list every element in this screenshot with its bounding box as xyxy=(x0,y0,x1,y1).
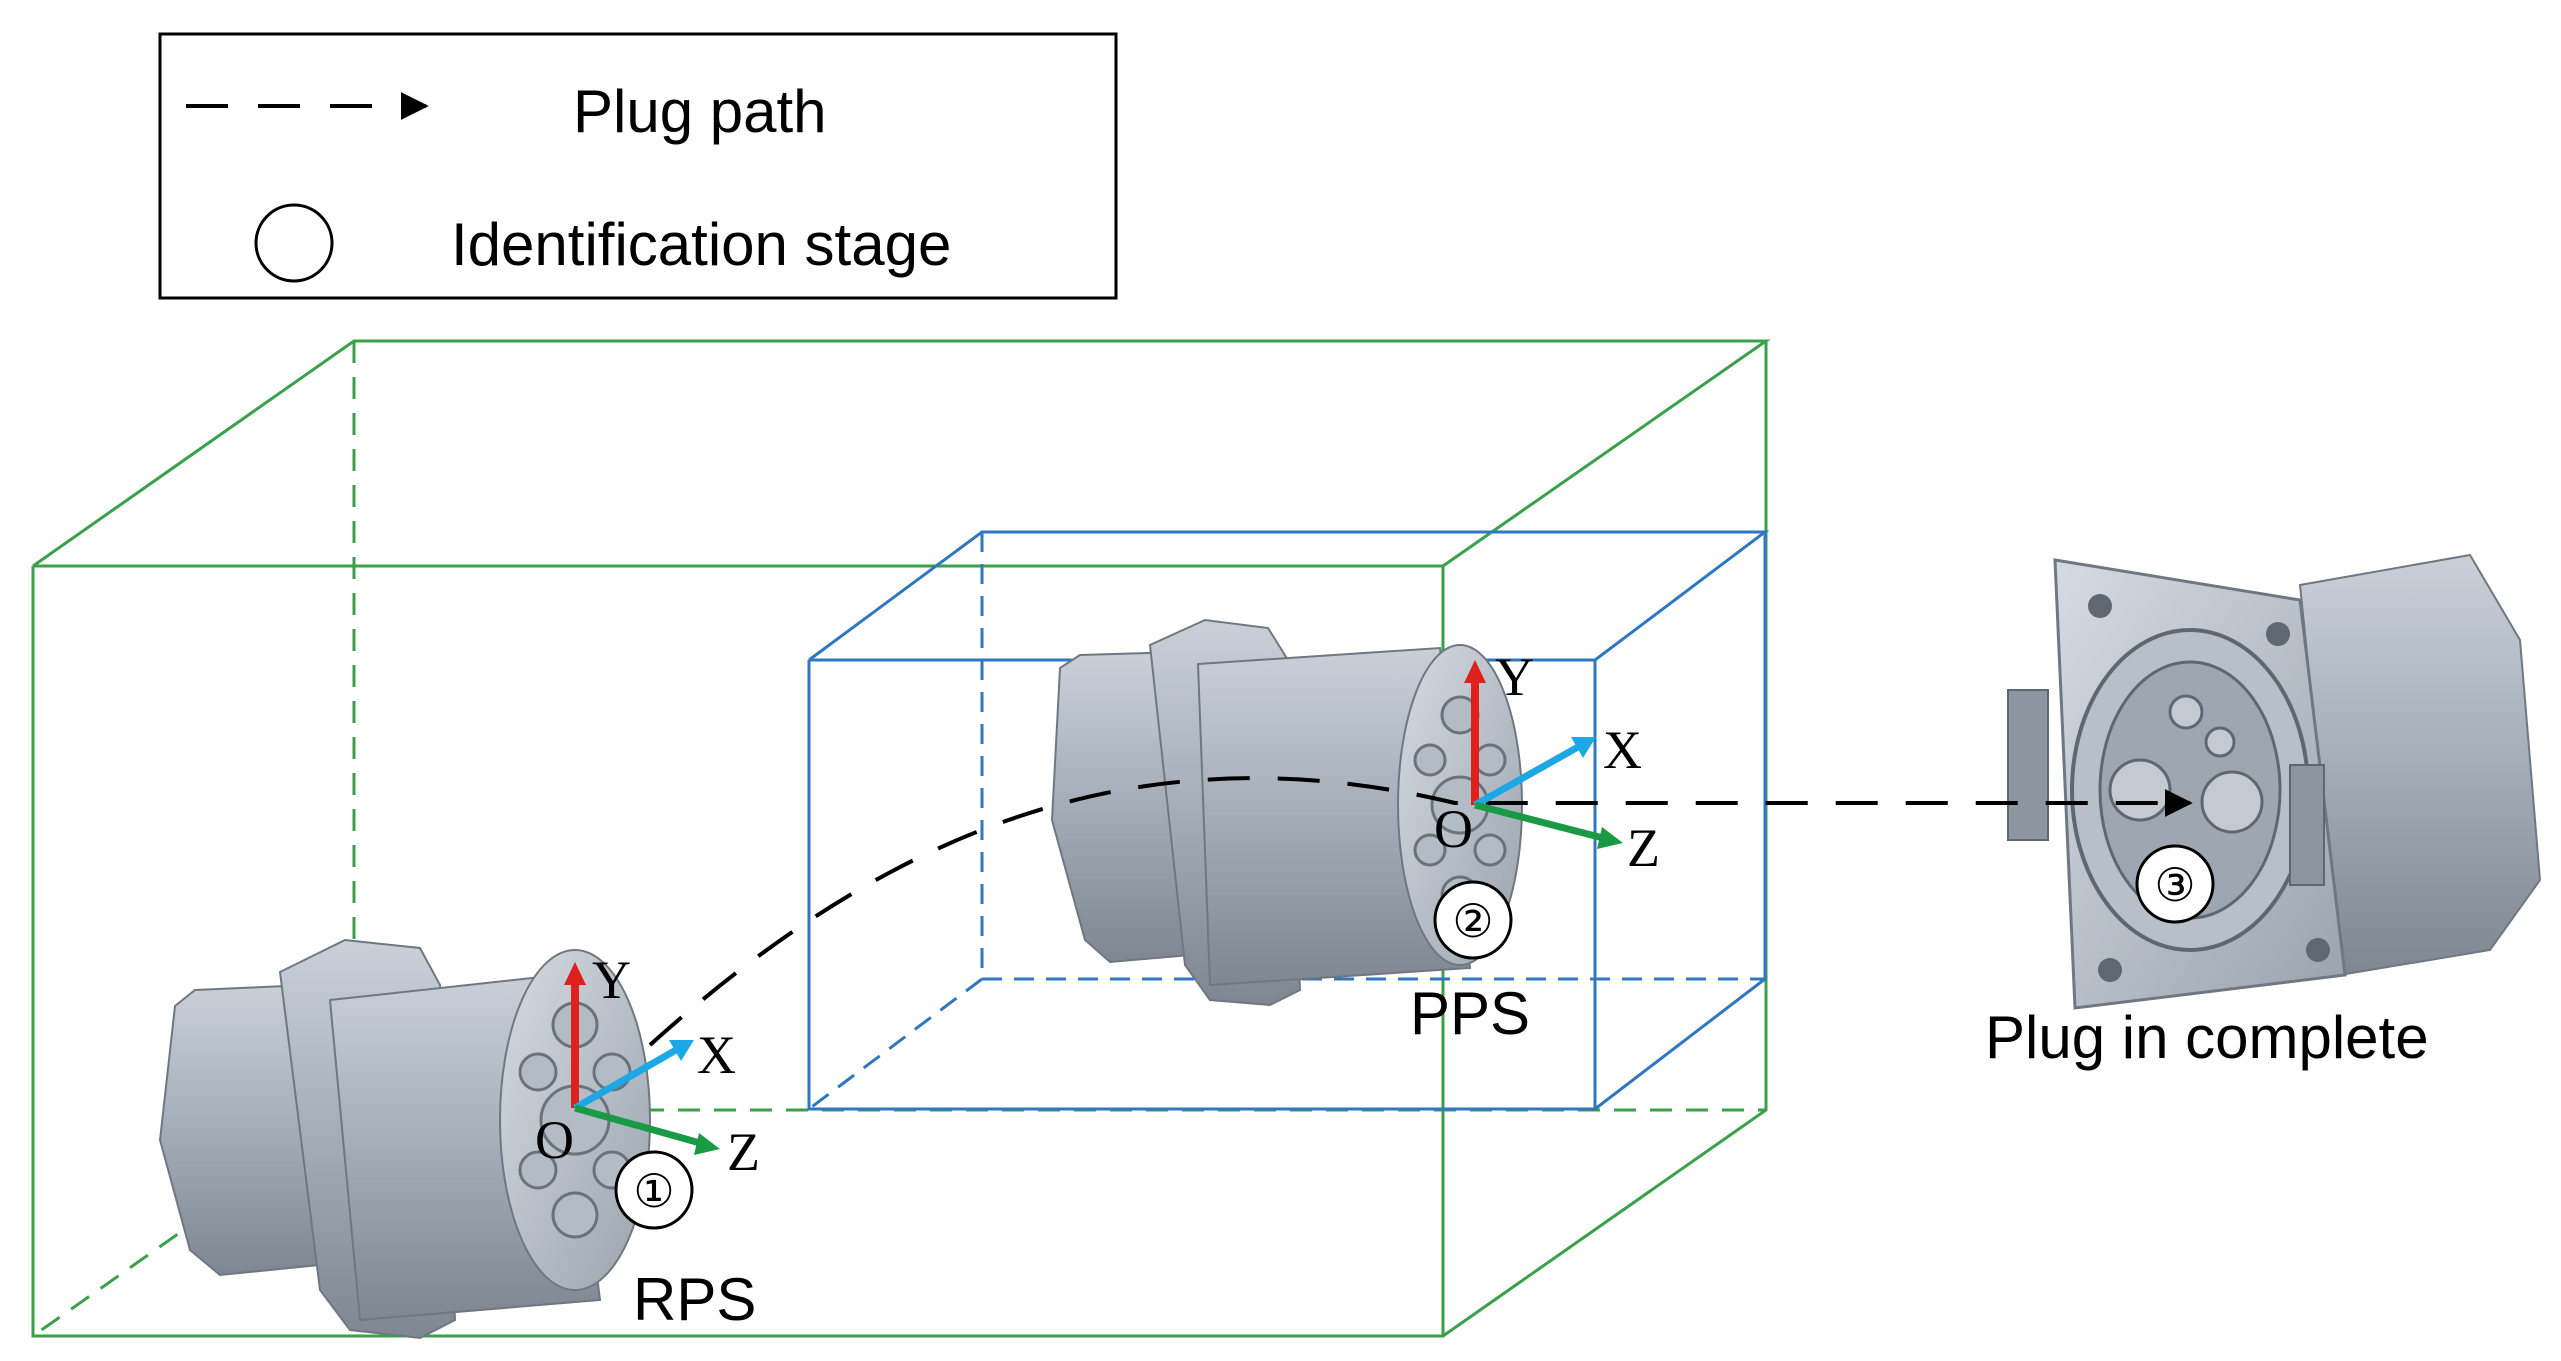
legend-stage-label: Identification stage xyxy=(451,211,951,278)
rps-coordinate-frame: Y X Z O xyxy=(535,950,760,1182)
axis-label-origin: O xyxy=(1434,799,1473,859)
pps-coordinate-frame: Y X Z O xyxy=(1434,647,1660,878)
stage-name: PPS xyxy=(1410,980,1530,1047)
axis-label-y: Y xyxy=(592,950,631,1010)
mount-hole xyxy=(2306,938,2330,962)
axis-label-y: Y xyxy=(1495,647,1534,707)
axis-label-z: Z xyxy=(727,1122,760,1182)
plug-pps-illustration xyxy=(1050,618,1523,1007)
plug-path xyxy=(648,776,2193,1047)
axis-label-x: X xyxy=(697,1025,736,1085)
x-axis-arrow-icon xyxy=(573,1046,678,1112)
stage-circle-icon xyxy=(614,1150,694,1230)
contact-pin xyxy=(2204,726,2236,758)
legend: Plug path Identification stage xyxy=(158,32,1118,300)
socket-illustration xyxy=(2007,553,2542,1010)
legend-stage-circle-icon xyxy=(254,203,334,283)
contact-hole xyxy=(1473,743,1507,777)
stage-name: RPS xyxy=(633,1266,756,1333)
contact-pin xyxy=(2168,694,2204,730)
stage-circle-icon xyxy=(1433,880,1513,960)
stage-circle-icon xyxy=(2135,844,2215,924)
axis-label-origin: O xyxy=(535,1110,574,1170)
mount-hole xyxy=(2088,594,2112,618)
stage-marker-2: ② PPS xyxy=(1410,880,1530,1047)
stage-number: ② xyxy=(1452,895,1493,947)
pps-range-box xyxy=(807,530,1770,1111)
stage-marker-3: ③ Plug in complete xyxy=(1985,844,2429,1071)
contact-hole xyxy=(551,1191,599,1239)
axis-label-z: Z xyxy=(1627,818,1660,878)
contact-hole xyxy=(518,1150,558,1190)
plug-path-line xyxy=(648,776,2193,1047)
contact-pin xyxy=(2108,758,2172,822)
stage-marker-1: ① RPS xyxy=(614,1150,756,1333)
contact-pin xyxy=(2200,770,2264,834)
mount-hole xyxy=(2098,958,2122,982)
stage-number: ① xyxy=(633,1165,674,1217)
mount-hole xyxy=(2266,622,2290,646)
legend-path-label: Plug path xyxy=(573,78,827,145)
stage-name: Plug in complete xyxy=(1985,1004,2429,1071)
contact-hole xyxy=(1413,743,1447,777)
contact-hole xyxy=(518,1052,558,1092)
z-axis-arrow-icon xyxy=(1474,801,1604,842)
stage-number: ③ xyxy=(2154,859,2195,911)
contact-hole xyxy=(1473,833,1507,867)
z-axis-arrow-icon xyxy=(574,1104,701,1147)
contact-hole xyxy=(1413,833,1447,867)
x-axis-arrow-icon xyxy=(1473,743,1580,809)
axis-label-x: X xyxy=(1603,720,1642,780)
